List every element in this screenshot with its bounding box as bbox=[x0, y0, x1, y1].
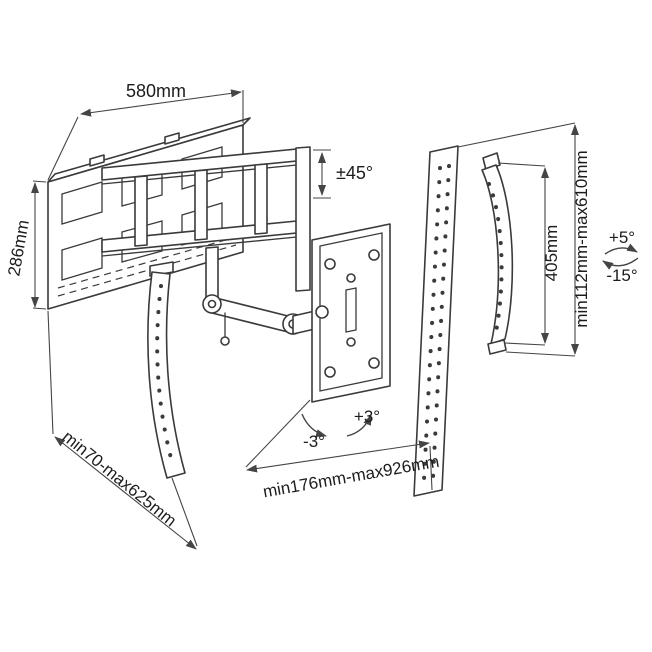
label-plate-height: 286mm bbox=[4, 218, 33, 277]
label-tilt-up: +5° bbox=[609, 228, 635, 247]
label-level-left: -3° bbox=[303, 432, 325, 451]
dim-vertical-range: min112mm-max610mm bbox=[457, 122, 591, 357]
dim-rail-height: 405mm bbox=[497, 162, 561, 346]
label-rail-height: 405mm bbox=[542, 225, 561, 282]
dim-plate-height: 286mm bbox=[4, 180, 47, 310]
wall-plate bbox=[47, 117, 251, 310]
tilt-indicator: +5° -15° bbox=[602, 228, 639, 285]
vesa-plate bbox=[311, 223, 391, 403]
articulating-arm bbox=[202, 294, 329, 346]
label-vertical-range: min112mm-max610mm bbox=[572, 150, 591, 327]
support-frame bbox=[101, 146, 311, 302]
level-indicator: -3° +3° bbox=[301, 407, 380, 451]
left-tv-rail bbox=[147, 261, 186, 479]
swivel-indicator: ±45° bbox=[313, 149, 373, 199]
dim-extension-range: min176mm-max926mm bbox=[245, 399, 441, 501]
label-swivel-range: ±45° bbox=[336, 163, 373, 183]
label-level-right: +3° bbox=[354, 407, 380, 426]
label-top-width: 580mm bbox=[126, 81, 186, 101]
label-tilt-down: -15° bbox=[606, 266, 637, 285]
dim-top-width: 580mm bbox=[47, 81, 244, 181]
rail-side-profile bbox=[481, 152, 514, 355]
right-tv-rail bbox=[413, 145, 459, 497]
